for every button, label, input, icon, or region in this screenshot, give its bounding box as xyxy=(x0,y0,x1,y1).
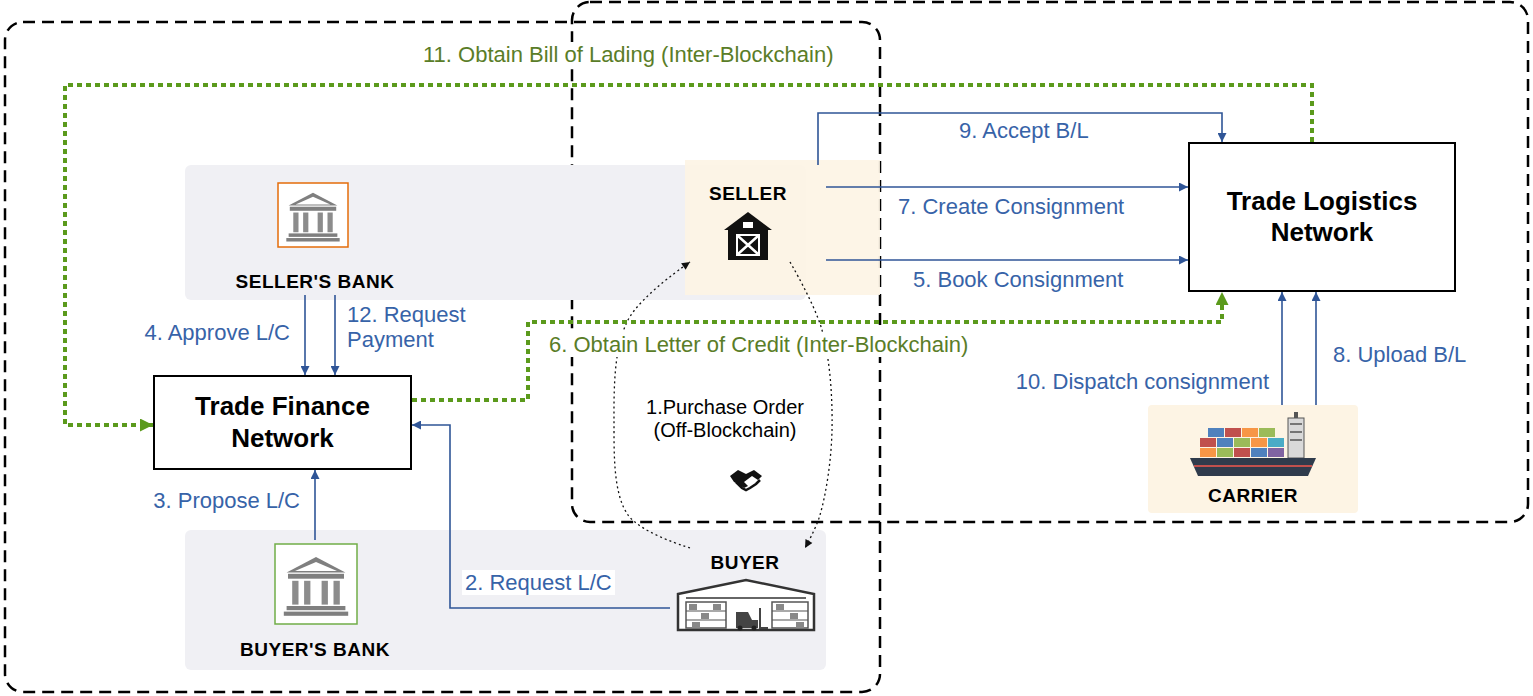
bank-icon xyxy=(286,193,339,242)
flow-arrow xyxy=(818,113,1222,165)
edge-label: 1.Purchase Order (Off-Blockchain) xyxy=(640,396,810,442)
flow-arrow xyxy=(334,295,336,375)
edge-label: 12. Request Payment xyxy=(344,302,504,353)
inter-blockchain-connector xyxy=(412,292,1222,400)
flow-arrow xyxy=(412,425,670,608)
carrier-node: CARRIER xyxy=(1148,405,1358,513)
node-label: BUYER xyxy=(710,552,779,574)
bank-icon xyxy=(284,557,348,616)
barn-icon xyxy=(724,212,772,260)
node-label: SELLER xyxy=(709,183,787,205)
node-label: BUYER'S BANK xyxy=(240,639,390,661)
node-label: Trade Finance Network xyxy=(165,391,400,453)
flow-arrow xyxy=(826,259,1188,261)
handshake-icon xyxy=(730,470,762,490)
bank-node: BUYER'S BANK xyxy=(225,540,405,665)
flow-arrow xyxy=(304,295,306,375)
logistics-region xyxy=(572,2,1528,522)
bank-frame xyxy=(278,183,348,247)
seller-highlight xyxy=(685,160,880,295)
seller-node: SELLER xyxy=(670,165,826,262)
edge-label: 8. Upload B/L xyxy=(1330,342,1469,367)
edge-label: 11. Obtain Bill of Lading (Inter-Blockch… xyxy=(420,42,836,67)
off-chain-arc xyxy=(790,262,832,548)
off-chain-arc xyxy=(614,262,690,548)
warehouse-icon xyxy=(678,580,814,631)
finance-region xyxy=(5,22,880,692)
flow-arrow xyxy=(826,186,1188,188)
edge-label: 2. Request L/C xyxy=(462,570,615,595)
carrier-highlight xyxy=(1148,405,1358,513)
flow-arrow xyxy=(1281,292,1283,405)
inter-blockchain-connector xyxy=(65,85,1312,425)
network-box: Trade Finance Network xyxy=(153,375,412,470)
edge-label: 9. Accept B/L xyxy=(956,118,1092,143)
buyer-band xyxy=(185,530,826,670)
node-label: SELLER'S BANK xyxy=(236,271,395,293)
edge-label: 4. Approve L/C xyxy=(50,320,293,345)
node-label: CARRIER xyxy=(1208,485,1298,507)
ship-icon xyxy=(1190,412,1316,476)
node-label: Trade Logistics Network xyxy=(1200,186,1444,248)
buyer-node: BUYER xyxy=(670,548,820,666)
bank-node: SELLER'S BANK xyxy=(225,180,405,295)
network-box: Trade Logistics Network xyxy=(1188,142,1456,292)
flow-arrow xyxy=(314,470,316,540)
edge-label: 5. Book Consignment xyxy=(910,267,1126,292)
edge-label: 6. Obtain Letter of Credit (Inter-Blockc… xyxy=(546,332,971,357)
flow-arrow xyxy=(1315,292,1317,405)
bank-frame xyxy=(275,544,357,624)
edge-label: 10. Dispatch consignment xyxy=(940,369,1272,394)
edge-label: 3. Propose L/C xyxy=(60,488,303,513)
edge-label: 7. Create Consignment xyxy=(895,194,1127,219)
